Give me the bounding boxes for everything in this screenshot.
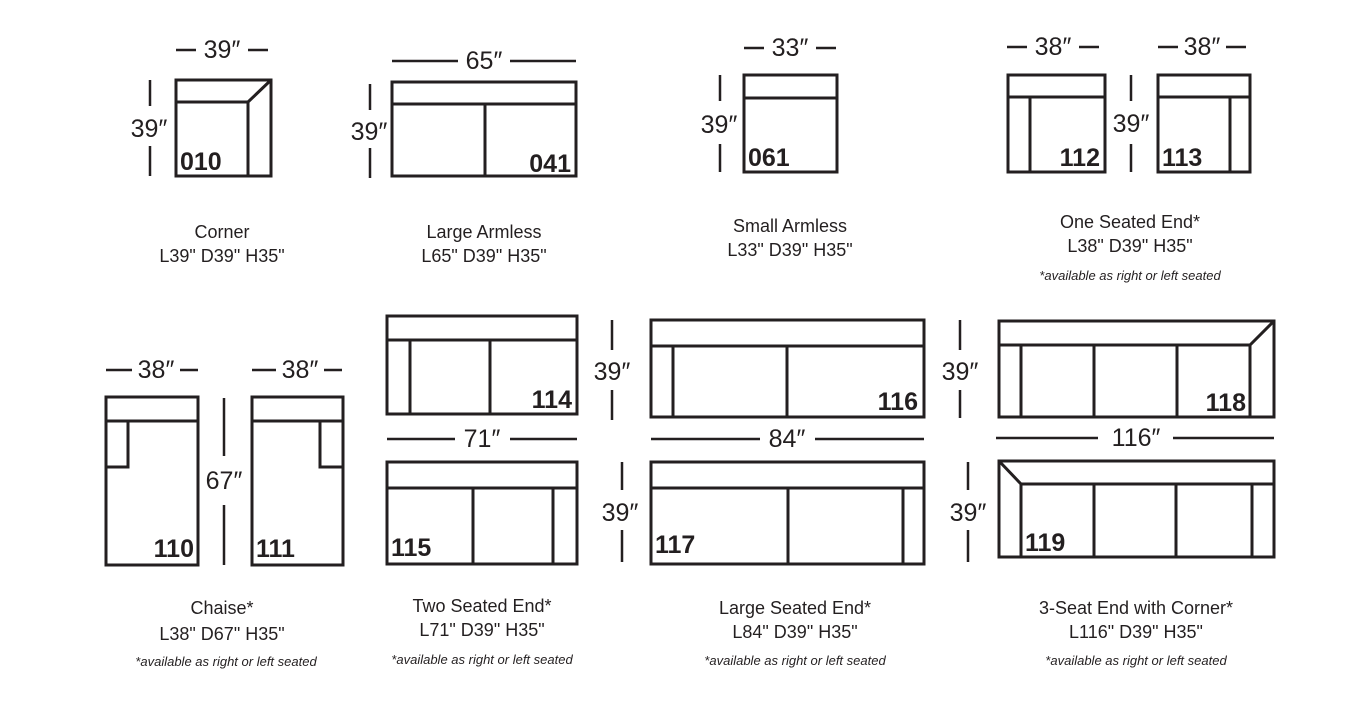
piece-outline [385, 314, 579, 416]
depth-dimension: 39″ [351, 118, 388, 146]
width-dimension: 38″ [1035, 33, 1072, 61]
piece-detail [176, 78, 273, 176]
piece-dimensions: L116" D39" H35" [1069, 622, 1203, 642]
piece-outline [742, 73, 839, 174]
depth-dimension: 39″ [1113, 110, 1150, 138]
model-code: 112 [1060, 144, 1100, 172]
piece-dimensions: L39" D39" H35" [159, 246, 284, 266]
piece-041-large-armless: 041 65″ 39″ Large Armless L65" D39" H35" [351, 47, 578, 266]
depth-dimension: 39″ [131, 115, 168, 143]
piece-outline [250, 395, 345, 567]
piece-detail [387, 486, 577, 564]
width-dimension: 38″ [1184, 33, 1221, 61]
model-code: 117 [655, 531, 695, 559]
piece-outline [1156, 73, 1252, 174]
depth-dimension: 39″ [602, 499, 639, 527]
piece-name: Large Seated End* [719, 598, 871, 618]
model-code: 119 [1025, 529, 1065, 557]
piece-dimensions: L84" D39" H35" [732, 622, 857, 642]
piece-outline [997, 459, 1276, 559]
depth-dimension: 39″ [701, 111, 738, 139]
model-code: 118 [1206, 389, 1246, 417]
availability-note: *available as right or left seated [1039, 268, 1221, 283]
piece-detail [997, 459, 1274, 557]
depth-dimension: 39″ [594, 358, 631, 386]
depth-dimension: 39″ [950, 499, 987, 527]
width-dimension: 38″ [282, 356, 319, 384]
piece-outline [385, 460, 579, 566]
width-dimension: 84″ [769, 425, 806, 453]
width-dimension: 71″ [464, 425, 501, 453]
piece-010-corner: 010 39″ 39″ Corner L39" D39" H35" [131, 36, 285, 266]
availability-note: *available as right or left seated [704, 653, 886, 668]
piece-outline [997, 319, 1276, 419]
piece-detail [106, 419, 198, 469]
piece-name: 3-Seat End with Corner* [1039, 598, 1233, 618]
piece-outline [1006, 73, 1107, 174]
piece-detail [651, 344, 924, 417]
piece-detail [1008, 95, 1105, 172]
piece-name: Large Armless [426, 222, 541, 242]
piece-name: Corner [194, 222, 249, 242]
model-code: 116 [878, 388, 918, 416]
piece-detail [1158, 95, 1250, 172]
width-dimension: 116″ [1112, 424, 1161, 452]
piece-detail [651, 486, 924, 564]
piece-dimensions: L71" D39" H35" [419, 620, 544, 640]
model-code: 113 [1162, 144, 1202, 172]
piece-dimensions: L33" D39" H35" [727, 240, 852, 260]
piece-name: Small Armless [733, 216, 847, 236]
width-dimension: 33″ [772, 34, 809, 62]
width-dimension: 38″ [138, 356, 175, 384]
piece-detail [252, 419, 343, 469]
piece-outline [104, 395, 200, 567]
piece-116-117-large-seated-end: 116 117 84″ 39″ 39″ Large Seated End* L8… [649, 318, 987, 668]
piece-dimensions: L38" D39" H35" [1067, 236, 1192, 256]
availability-note: *available as right or left seated [1045, 653, 1227, 668]
piece-detail [999, 319, 1276, 417]
piece-112-113-one-seated-end: 112 113 38″ 38″ 39″ One Seated End* L38"… [1006, 33, 1252, 283]
model-code: 110 [154, 535, 194, 563]
dim-line [958, 320, 970, 562]
piece-dimensions: L65" D39" H35" [421, 246, 546, 266]
depth-dimension: 67″ [206, 467, 243, 495]
depth-dimension: 39″ [942, 358, 979, 386]
model-code: 061 [748, 144, 790, 172]
width-dimension: 65″ [466, 47, 503, 75]
model-code: 010 [180, 148, 222, 176]
piece-outline [174, 78, 273, 178]
piece-name: One Seated End* [1060, 212, 1200, 232]
piece-detail [387, 338, 577, 414]
piece-name: Chaise* [190, 598, 253, 618]
width-dimension: 39″ [204, 36, 241, 64]
piece-118-119-three-seat-end-corner: 118 119 116″ 3-Seat End with Corner* L11… [996, 319, 1276, 668]
piece-detail [392, 102, 576, 176]
model-code: 115 [391, 534, 431, 562]
availability-note: *available as right or left seated [391, 652, 573, 667]
piece-110-111-chaise: 110 111 38″ 38″ 67″ Chaise* L38" D67" H3… [104, 356, 345, 669]
availability-note: *available as right or left seated [135, 654, 317, 669]
piece-114-115-two-seated-end: 114 115 71″ 39″ 39″ Two Seated End* L71"… [385, 314, 639, 667]
piece-061-small-armless: 061 33″ 39″ Small Armless L33" D39" H35" [701, 34, 853, 260]
model-code: 041 [529, 150, 571, 178]
model-code: 111 [256, 535, 295, 563]
piece-name: Two Seated End* [412, 596, 551, 616]
piece-dimensions: L38" D67" H35" [159, 624, 284, 644]
model-code: 114 [532, 386, 572, 414]
dim-line [610, 320, 624, 562]
